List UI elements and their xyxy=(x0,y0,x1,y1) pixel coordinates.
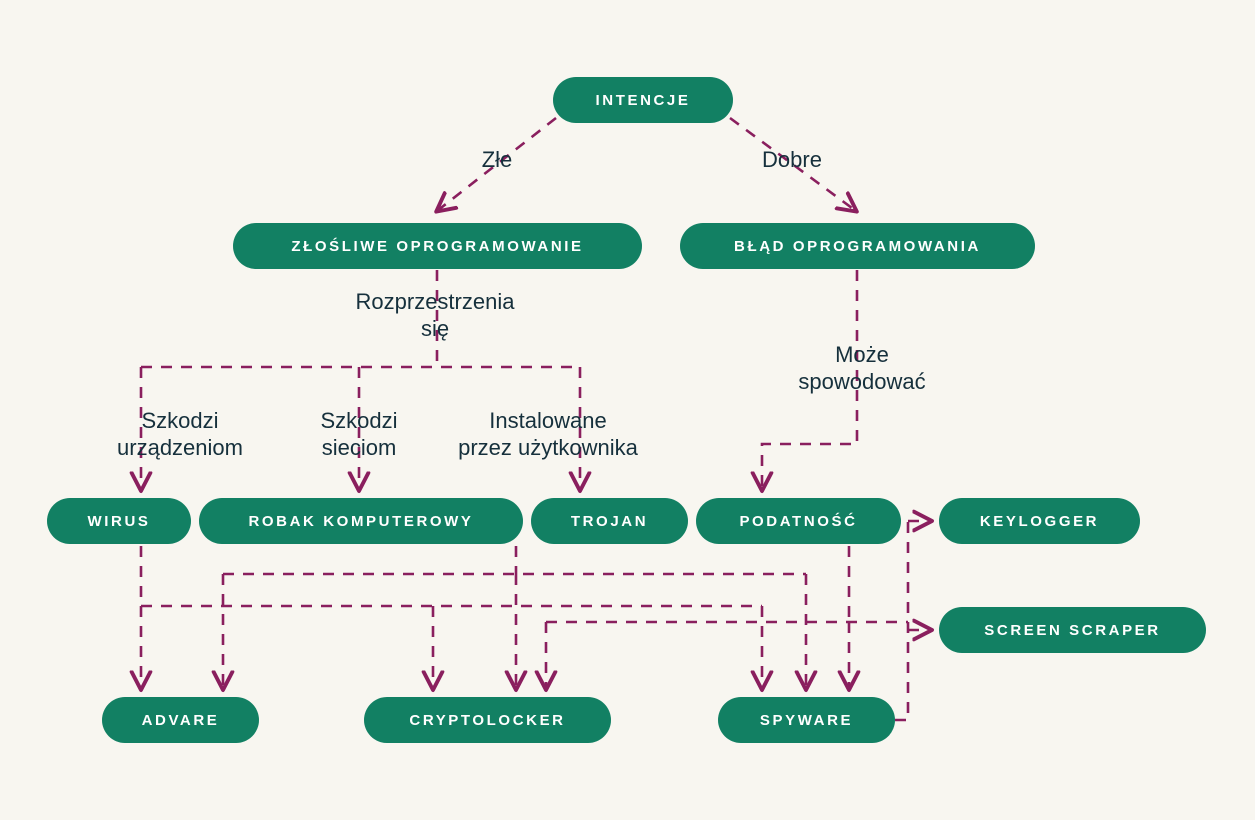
edge-blad-podatnosc xyxy=(762,270,859,490)
edge-label-dobre: Dobre xyxy=(762,147,822,172)
edge-label-zle: Złe xyxy=(481,147,513,172)
edge-intencje-blad xyxy=(729,116,856,211)
edge-label-moze-spowodowac: Może spowodować xyxy=(798,342,926,394)
edge-label-szkodzi-sieciom: Szkodzi sieciom xyxy=(320,408,398,460)
node-robak-komputerowy[interactable]: ROBAK KOMPUTEROWY xyxy=(199,498,523,544)
node-cryptolocker[interactable]: CRYPTOLOCKER xyxy=(364,697,611,743)
node-screen-scraper[interactable]: SCREEN SCRAPER xyxy=(939,607,1206,653)
node-wirus[interactable]: WIRUS xyxy=(47,498,191,544)
node-intencje[interactable]: INTENCJE xyxy=(553,77,733,123)
node-advare[interactable]: ADVARE xyxy=(102,697,259,743)
edge-intencje-zlosliwe xyxy=(437,116,557,211)
node-blad-oprogramowania[interactable]: BŁĄD OPROGRAMOWANIA xyxy=(680,223,1035,269)
edge-label-instalowane-przez-uzytkownika: Instalowane przez użytkownika xyxy=(458,408,638,460)
node-podatnosc[interactable]: PODATNOŚĆ xyxy=(696,498,901,544)
edge-label-rozprzestrzenia-sie: Rozprzestrzenia się xyxy=(355,289,515,341)
node-trojan[interactable]: TROJAN xyxy=(531,498,688,544)
edge-label-szkodzi-urzadzeniom: Szkodzi urządzeniom xyxy=(117,408,243,460)
node-zlosliwe-oprogramowanie[interactable]: ZŁOŚLIWE OPROGRAMOWANIE xyxy=(233,223,642,269)
node-keylogger[interactable]: KEYLOGGER xyxy=(939,498,1140,544)
node-spyware[interactable]: SPYWARE xyxy=(718,697,895,743)
edge-spyware-riser xyxy=(895,521,910,722)
